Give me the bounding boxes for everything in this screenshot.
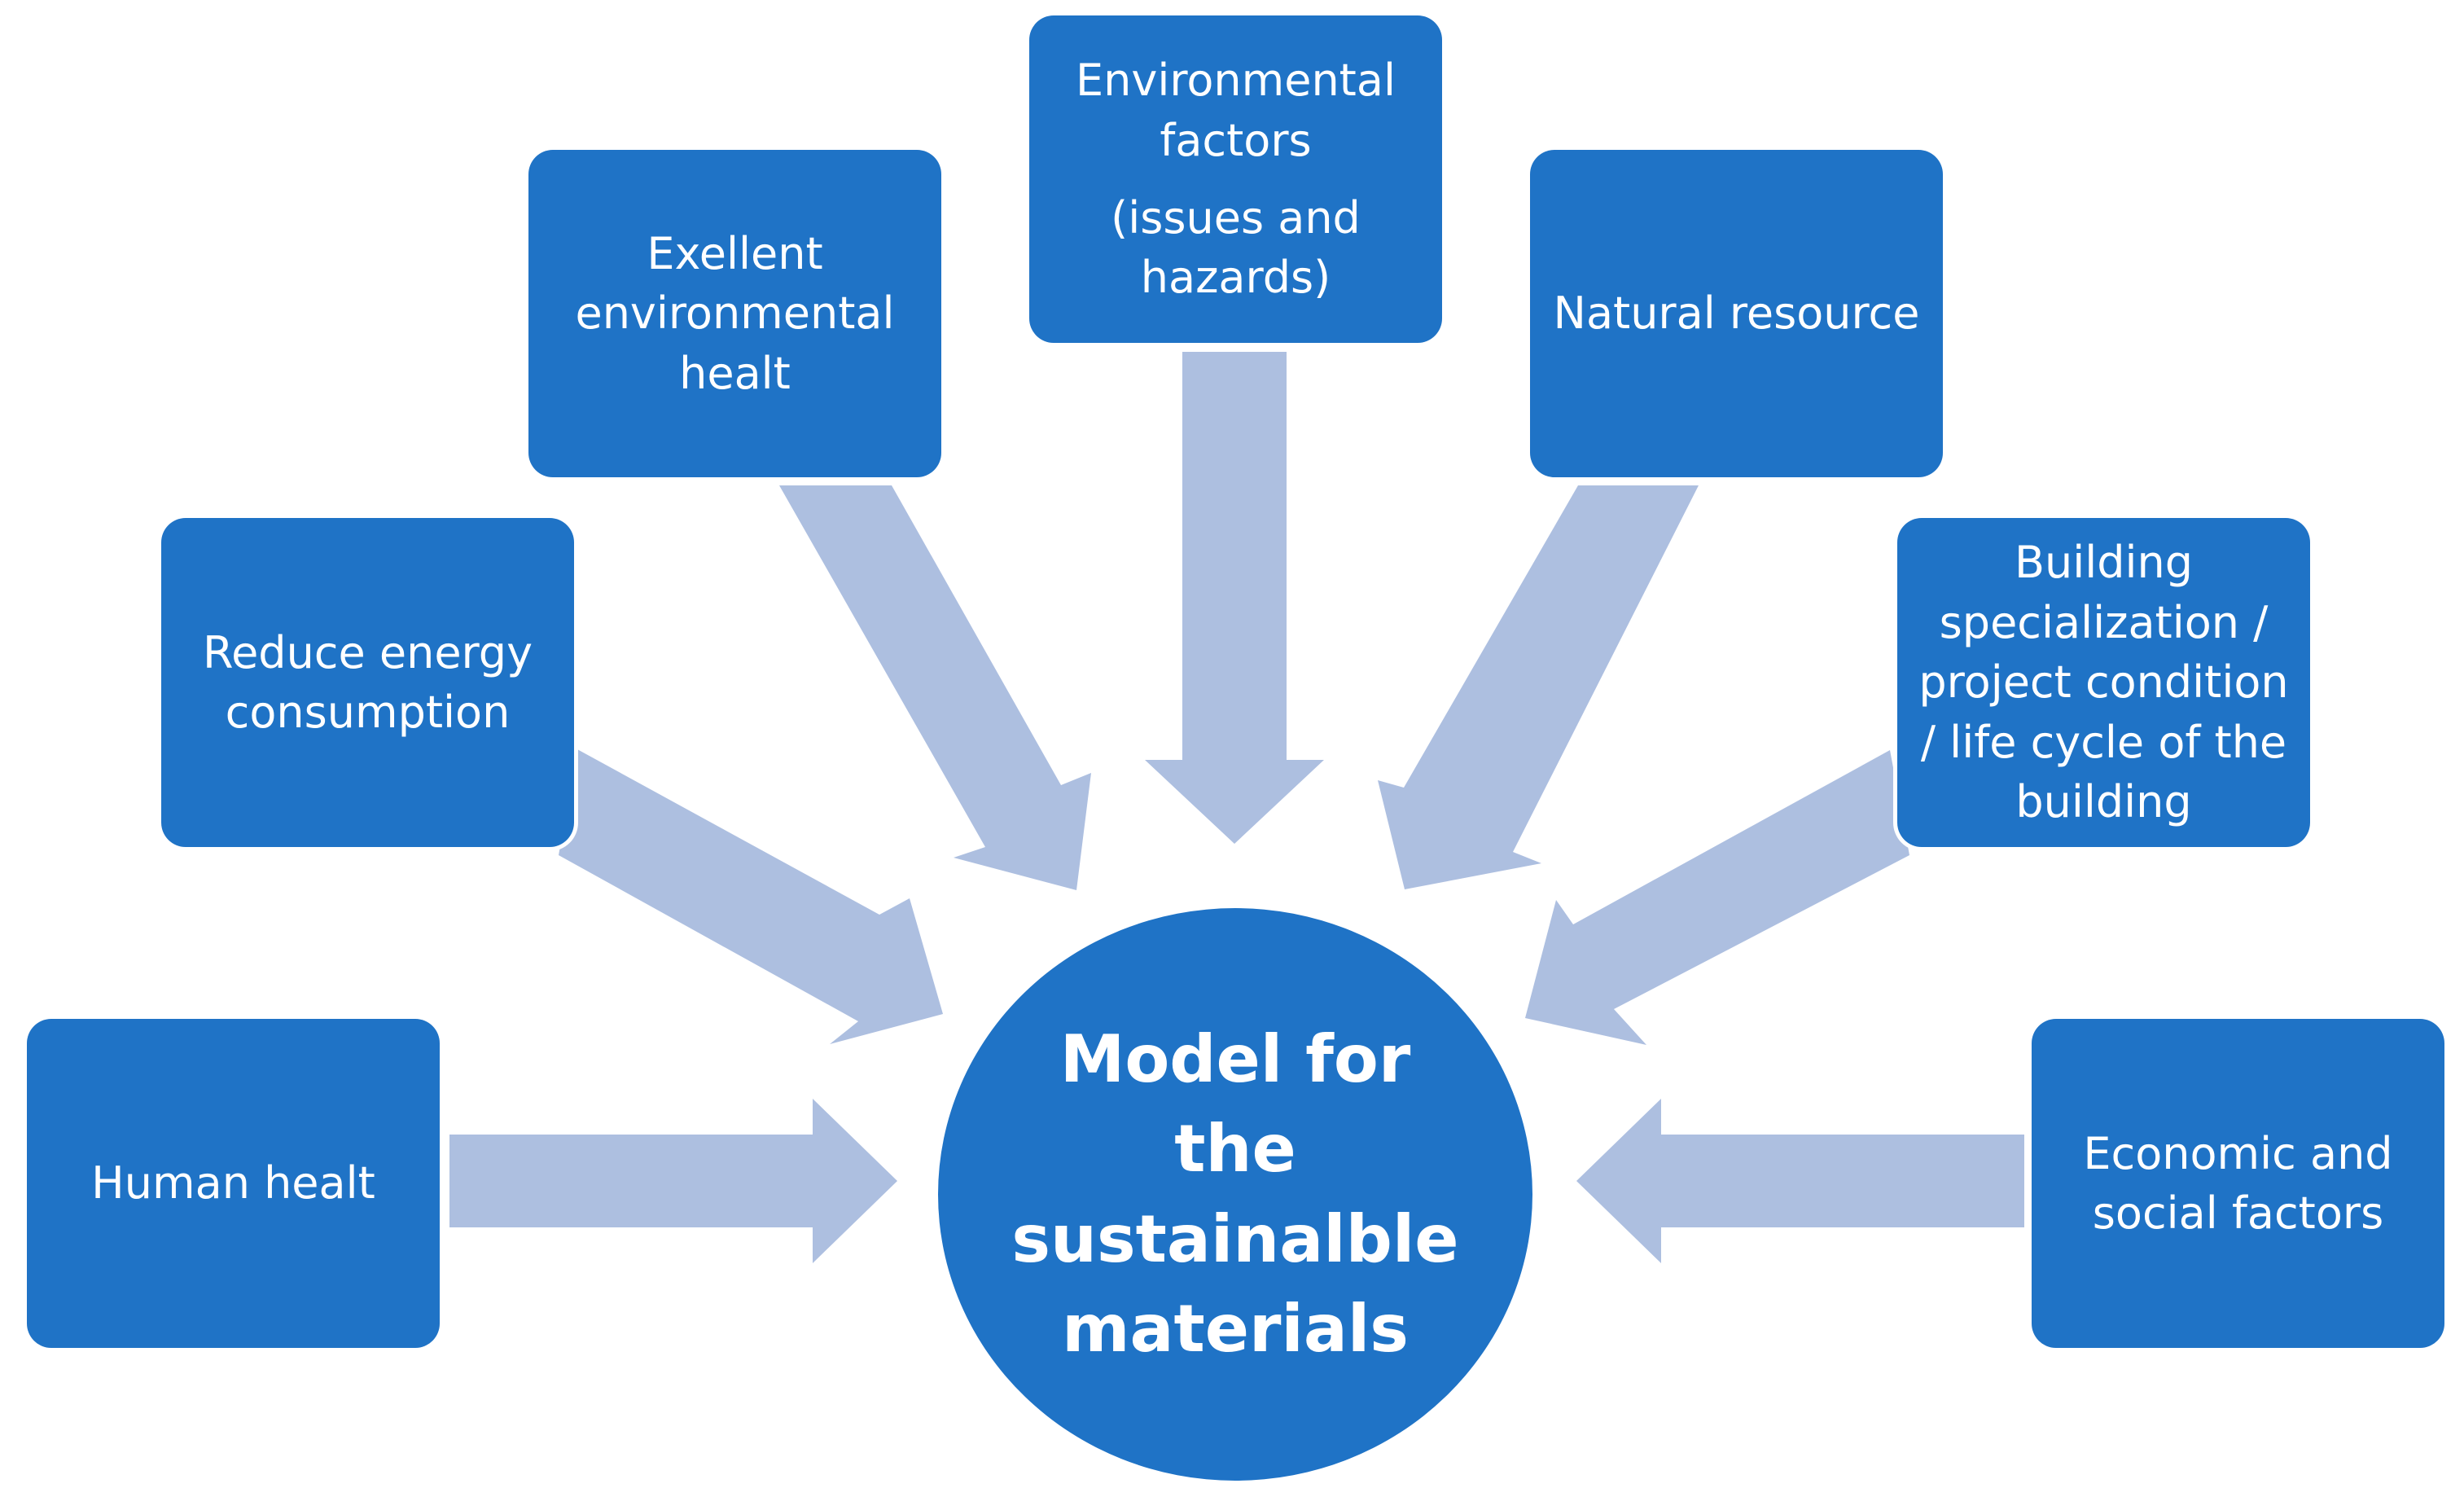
- factor-natural-resource-line-1: Natural resource: [1553, 288, 1920, 340]
- factor-environmental-factors-line-1: Environmental: [1076, 55, 1396, 107]
- factor-human-health-line-1: Human healt: [91, 1157, 375, 1209]
- factor-economic-social: Economic and social factors: [2032, 1019, 2444, 1348]
- factor-environmental-factors-line-2: factors: [1160, 114, 1312, 166]
- factor-environmental-factors: Environmental factors (issues and hazard…: [1029, 15, 1442, 343]
- factor-building-specialization-line-2: specialization /: [1939, 596, 2269, 648]
- factor-building-specialization: Building specialization / project condit…: [1897, 518, 2310, 847]
- center-title-line-2: the: [1174, 1111, 1296, 1187]
- arrow-natural-resource: [1378, 485, 1699, 889]
- factor-reduce-energy-line-2: consumption: [225, 687, 511, 738]
- center-title-line-1: Model for: [1059, 1021, 1411, 1097]
- factor-reduce-energy-line-1: Reduce energy: [202, 626, 533, 678]
- center-title-line-4: materials: [1062, 1290, 1409, 1367]
- arrow-human-health: [449, 1099, 897, 1263]
- central-model-circle: Model for the sustainalble materials: [938, 908, 1532, 1481]
- factor-building-specialization-line-3: project condition: [1918, 656, 2289, 709]
- factor-building-specialization-line-1: Building: [2014, 537, 2194, 589]
- factor-environmental-factors-line-4: hazards): [1140, 252, 1331, 304]
- factor-economic-social-line-1: Economic and: [2083, 1127, 2393, 1179]
- arrow-reduce-energy: [559, 749, 943, 1044]
- arrow-environmental-factors: [1145, 352, 1324, 844]
- factor-excellent-env-health-line-3: healt: [679, 347, 791, 399]
- factor-building-specialization-line-5: building: [2015, 776, 2192, 828]
- center-title-line-3: sustainalble: [1011, 1200, 1459, 1277]
- factor-economic-social-line-2: social factors: [2092, 1187, 2384, 1239]
- factor-reduce-energy-consumption: Reduce energy consumption: [161, 518, 574, 847]
- factor-excellent-env-health-line-1: Exellent: [647, 227, 823, 279]
- factor-environmental-factors-line-3: (issues and: [1111, 192, 1361, 244]
- arrow-building-specialization: [1525, 750, 1909, 1045]
- factor-excellent-environmental-health: Exellent environmental healt: [528, 150, 941, 477]
- factor-building-specialization-line-4: / life cycle of the: [1920, 716, 2287, 768]
- factor-excellent-env-health-line-2: environmental: [575, 288, 895, 340]
- factor-human-health: Human healt: [27, 1019, 440, 1348]
- arrow-excellent-env-health: [779, 485, 1091, 890]
- arrow-economic-social: [1576, 1099, 2024, 1263]
- factor-natural-resource: Natural resource: [1530, 150, 1943, 477]
